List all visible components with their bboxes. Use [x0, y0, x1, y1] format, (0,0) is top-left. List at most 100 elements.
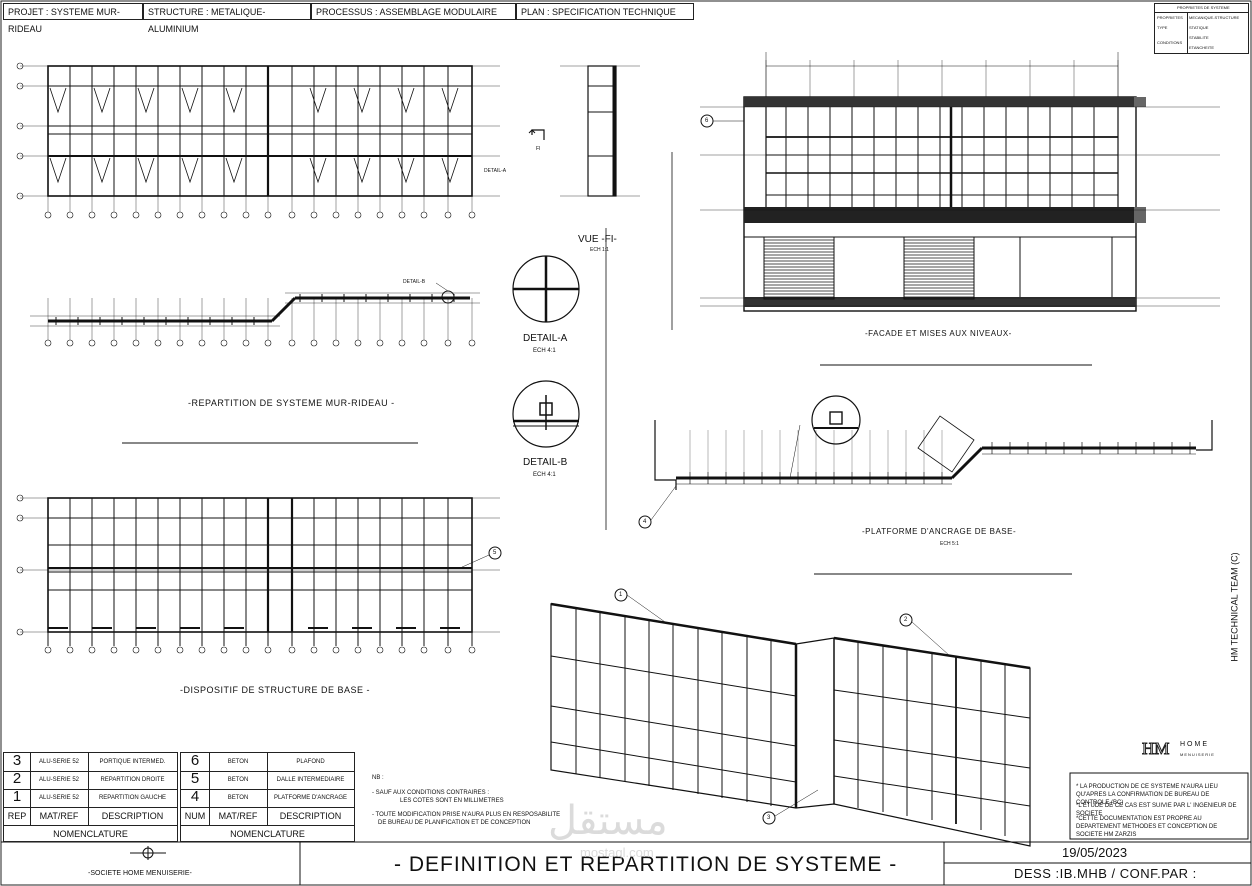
prop-val-2: STABILITE: [1189, 35, 1209, 40]
axis-bubble: [288, 211, 296, 219]
prop-val-1: STATIQUE: [1189, 25, 1209, 30]
detail-a-drawing: [512, 255, 580, 323]
caption-repartition: -REPARTITION DE SYSTEME MUR-RIDEAU -: [188, 398, 395, 408]
nl-h-rep: REP: [7, 811, 27, 821]
nl-rep-2: 1: [12, 788, 22, 805]
v-mark: [397, 87, 415, 114]
axis-bubble: [132, 646, 140, 654]
side-label: HM TECHNICAL TEAM (C): [1229, 552, 1240, 662]
axis-bubble: [242, 211, 250, 219]
caption-detail-b-scale: ECH 4:1: [533, 472, 556, 478]
detail-b-drawing: [512, 380, 580, 448]
axis-bubble: [332, 646, 340, 654]
axis-bubble: [444, 339, 452, 347]
callout-5: 5: [493, 550, 497, 556]
axis-bubble: [176, 646, 184, 654]
caption-detail-a-scale: ECH 4:1: [533, 348, 556, 354]
axis-bubble: [288, 646, 296, 654]
axis-bubble: [288, 339, 296, 347]
axis-bubble: [468, 211, 476, 219]
axis-bubble: [264, 211, 272, 219]
notes-n2: - TOUTE MODIFICATION PRISE N'AURA PLUS E…: [372, 812, 561, 818]
nomenclature-left: 3 ALU-SERIE 52 PORTIQUE INTERMED. 2 ALU-…: [3, 752, 178, 842]
axis-bubble: [310, 646, 318, 654]
caption-platforme: -PLATFORME D'ANCRAGE DE BASE-: [862, 527, 1017, 536]
callout-4: 4: [643, 519, 647, 525]
nl-desc-1: REPARTITION DROITE: [100, 777, 165, 783]
nl-mat-0: ALU-SERIE 52: [38, 759, 80, 765]
axis-bubble: [110, 211, 118, 219]
platforme-drawing: [638, 395, 1213, 529]
v-mark: [441, 87, 459, 114]
plan-section: [30, 282, 480, 327]
axis-bubble: [154, 339, 162, 347]
nr-h-desc: DESCRIPTION: [279, 811, 342, 821]
nr-desc-0: PLAFOND: [296, 759, 325, 765]
nl-mat-2: ALU-SERIE 52: [38, 795, 80, 801]
level-bubble: [16, 82, 24, 90]
notes-nb: NB :: [372, 775, 384, 781]
axis-bubble: [132, 211, 140, 219]
axis-bubble: [444, 211, 452, 219]
nr-h-rep: NUM: [184, 811, 206, 821]
axis-bubble: [110, 339, 118, 347]
tag-detail-a: DETAIL-A: [484, 168, 507, 174]
notes-n1b: LES COTES SONT EN MILLIMETRES: [400, 798, 504, 804]
axis-bubble: [198, 211, 206, 219]
callout-2: 2: [904, 617, 908, 623]
caption-dispositif: -DISPOSITIF DE STRUCTURE DE BASE -: [180, 685, 371, 695]
caption-vue-fi-scale: ECH 1:1: [590, 247, 609, 253]
v-mark: [397, 157, 415, 184]
header-processus: PROCESSUS : ASSEMBLAGE MODULAIRE: [311, 3, 516, 20]
axis-bubble: [420, 339, 428, 347]
axis-bubble: [420, 646, 428, 654]
level-bubble: [16, 192, 24, 200]
level-bubble: [16, 628, 24, 636]
right-note-b: *L'ETUDE DE CE CAS EST SUIVIE PAR L' ING…: [1076, 803, 1237, 817]
properties-title: PROPRIETES DE SYSTEME: [1177, 5, 1230, 10]
axis-bubble: [44, 646, 52, 654]
v-mark: [225, 157, 243, 184]
v-mark: [225, 87, 243, 114]
axis-bubble: [264, 646, 272, 654]
tag-detail-b: DETAIL-B: [403, 279, 426, 285]
v-mark: [441, 157, 459, 184]
caption-facade: -FACADE ET MISES AUX NIVEAUX-: [865, 329, 1012, 338]
v-mark: [49, 87, 67, 114]
axis-bubble: [376, 211, 384, 219]
axis-bubble: [376, 339, 384, 347]
prop-key-0: PROPRIETES: [1157, 15, 1183, 20]
axis-bubble: [420, 211, 428, 219]
footer-company: -SOCIETE HOME MENUISERIE-: [88, 870, 192, 877]
axis-bubble: [44, 211, 52, 219]
axis-bubble: [354, 211, 362, 219]
level-bubble: [16, 62, 24, 70]
caption-detail-a: DETAIL-A: [523, 333, 568, 344]
nl-rep-1: 2: [12, 770, 22, 787]
axis-bubble: [398, 339, 406, 347]
v-mark: [181, 157, 199, 184]
callout-1: 1: [619, 592, 623, 598]
nr-desc-2: PLATFORME D'ANCRAGE: [273, 795, 348, 801]
axis-bubble: [264, 339, 272, 347]
axis-bubble: [354, 339, 362, 347]
v-mark: [49, 157, 67, 184]
level-bubble: [16, 494, 24, 502]
prop-key-1: TYPE: [1157, 25, 1168, 30]
axis-bubble: [398, 646, 406, 654]
nl-mat-1: ALU-SERIE 52: [38, 777, 80, 783]
axis-bubble: [110, 646, 118, 654]
vue-fi-drawing: [528, 65, 640, 197]
axis-bubble: [444, 646, 452, 654]
caption-vue-fi: VUE -FI-: [578, 234, 617, 245]
axis-bubble: [198, 646, 206, 654]
level-bubble: [16, 152, 24, 160]
axis-bubble: [468, 646, 476, 654]
caption-platforme-scale: ECH 5:1: [940, 541, 959, 547]
facade-drawing: [700, 52, 1220, 312]
callout-3: 3: [767, 815, 771, 821]
axis-bubble: [176, 339, 184, 347]
axis-bubble: [376, 646, 384, 654]
nl-rep-0: 3: [12, 752, 22, 769]
